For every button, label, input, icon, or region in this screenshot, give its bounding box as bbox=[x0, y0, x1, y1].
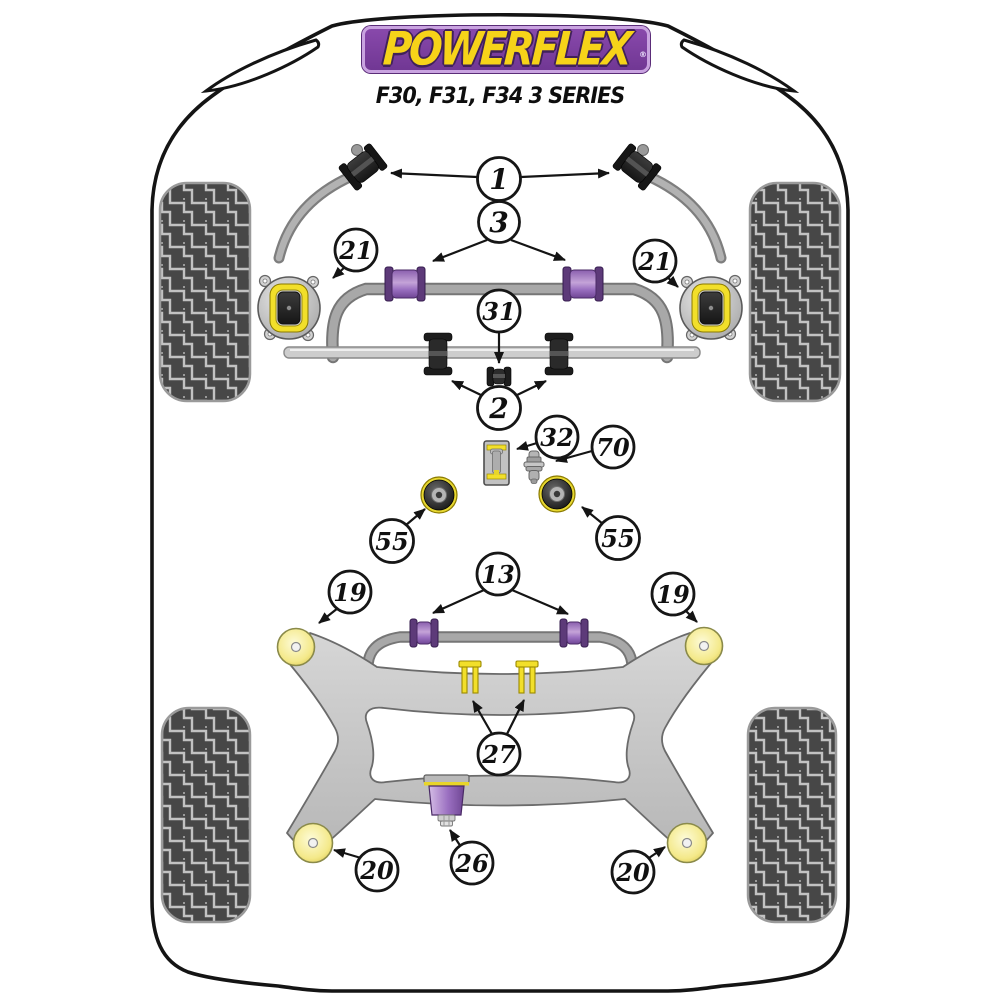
front-upper-arm-bush-left bbox=[338, 143, 388, 191]
callout-70[interactable]: 70 bbox=[590, 424, 636, 470]
car-body-outline bbox=[150, 12, 850, 993]
svg-text:32: 32 bbox=[540, 423, 573, 452]
svg-text:13: 13 bbox=[481, 560, 514, 589]
subframe-bush-left bbox=[420, 476, 458, 514]
svg-text:3: 3 bbox=[489, 206, 508, 239]
rear-left-tire bbox=[160, 706, 252, 924]
rear-right-tire bbox=[746, 706, 838, 924]
rear-anti-roll-bar bbox=[362, 631, 638, 686]
rear-arb-bush-left bbox=[409, 618, 439, 648]
callout-21-right[interactable]: 21 bbox=[632, 238, 678, 284]
callouts: 1 3 21 21 31 2 32 70 bbox=[327, 156, 696, 895]
engine-mount-left bbox=[257, 274, 321, 342]
left-mirror bbox=[200, 38, 321, 94]
callout-3[interactable]: 3 bbox=[477, 200, 521, 244]
svg-text:55: 55 bbox=[601, 524, 634, 553]
callout-2[interactable]: 2 bbox=[476, 385, 522, 431]
callout-20-left[interactable]: 20 bbox=[354, 847, 400, 893]
svg-text:19: 19 bbox=[333, 578, 367, 607]
powerflex-logo: POWERFLEX ® bbox=[362, 22, 650, 76]
callout-31[interactable]: 31 bbox=[476, 288, 522, 334]
front-right-tire bbox=[748, 181, 842, 403]
svg-text:55: 55 bbox=[375, 527, 408, 556]
callout-55-left[interactable]: 55 bbox=[369, 518, 415, 564]
rear-subframe-rear-bush-right bbox=[666, 822, 708, 864]
drop-link-bush-right bbox=[544, 332, 574, 376]
svg-text:27: 27 bbox=[481, 740, 516, 769]
callout-27[interactable]: 27 bbox=[476, 731, 522, 777]
drop-link-bush-left bbox=[423, 332, 453, 376]
front-upper-arm-bush-right bbox=[612, 143, 662, 191]
callout-19-left[interactable]: 19 bbox=[327, 569, 373, 615]
callout-26[interactable]: 26 bbox=[449, 840, 495, 886]
rear-subframe-clamp-right bbox=[515, 660, 539, 694]
front-upper-arm-left bbox=[273, 144, 363, 264]
callout-20-right[interactable]: 20 bbox=[610, 849, 656, 895]
rear-subframe-clamp-left bbox=[458, 660, 482, 694]
front-left-tire bbox=[158, 181, 252, 403]
svg-text:21: 21 bbox=[338, 236, 372, 265]
svg-text:26: 26 bbox=[454, 849, 489, 878]
callout-21-left[interactable]: 21 bbox=[333, 227, 379, 273]
callout-13[interactable]: 13 bbox=[475, 551, 521, 597]
svg-text:2: 2 bbox=[488, 392, 508, 425]
front-upper-arm-right bbox=[637, 144, 727, 264]
gear-linkage-bush bbox=[523, 450, 545, 484]
front-arb-bush-left bbox=[384, 266, 426, 302]
svg-text:21: 21 bbox=[637, 247, 671, 276]
rear-subframe-rear-bush-left bbox=[292, 822, 334, 864]
steering-rack-bar bbox=[283, 346, 701, 359]
steering-rack-centre-bush bbox=[486, 366, 512, 387]
callout-19-right[interactable]: 19 bbox=[650, 571, 696, 617]
svg-text:31: 31 bbox=[482, 297, 515, 326]
svg-text:1: 1 bbox=[489, 163, 508, 196]
callout-1[interactable]: 1 bbox=[476, 156, 522, 202]
differential-mount-bush bbox=[423, 774, 470, 827]
transmission-mount-insert bbox=[483, 440, 510, 486]
front-arb-bush-right bbox=[562, 266, 604, 302]
rear-subframe-front-bush-left bbox=[276, 627, 316, 667]
engine-mount-right bbox=[679, 274, 743, 342]
svg-text:20: 20 bbox=[359, 856, 394, 885]
right-mirror bbox=[679, 38, 800, 94]
svg-text:20: 20 bbox=[615, 858, 650, 887]
callout-55-right[interactable]: 55 bbox=[595, 515, 641, 561]
callout-32[interactable]: 32 bbox=[534, 414, 580, 460]
rear-subframe-front-bush-right bbox=[684, 626, 724, 666]
svg-text:19: 19 bbox=[656, 580, 690, 609]
registered-trademark: ® bbox=[639, 50, 647, 59]
svg-text:70: 70 bbox=[596, 433, 630, 462]
model-title: F30, F31, F34 3 SERIES bbox=[375, 84, 626, 109]
subframe-bush-right bbox=[538, 475, 576, 513]
powerflex-logo-text: POWERFLEX bbox=[381, 22, 631, 76]
rear-arb-bush-right bbox=[559, 618, 589, 648]
